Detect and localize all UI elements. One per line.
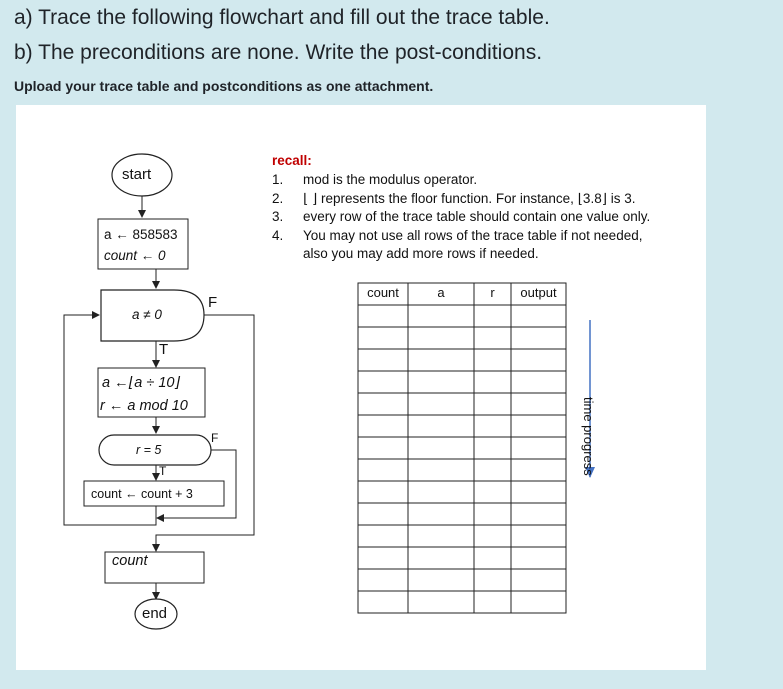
question-a: a) Trace the following flowchart and fil… [14, 6, 550, 29]
output-box [104, 551, 205, 584]
recall-item: 4.You may not use all rows of the trace … [272, 227, 643, 243]
cond2-false-label: F [211, 431, 219, 445]
trace-table-grid [357, 282, 567, 614]
start-label: start [122, 166, 152, 183]
recall-title: recall: [272, 153, 312, 168]
recall-item: 1.mod is the modulus operator. [272, 172, 478, 187]
recall-item: 2.⌊ ⌋ represents the floor function. For… [272, 190, 636, 206]
cond1-false-label: F [208, 294, 218, 311]
table-header-output: output [520, 285, 557, 300]
table-header-a: a [437, 285, 445, 300]
time-progress-label: time progress [581, 397, 596, 476]
decision-a-not-zero [100, 289, 205, 342]
output-label: count [112, 553, 148, 569]
cond2-label: r = 5 [136, 443, 162, 457]
upload-note: Upload your trace table and postconditio… [14, 78, 434, 94]
init-count-label: count ← 0 [104, 248, 166, 263]
flowchart-lines [63, 153, 595, 630]
init-box [97, 218, 189, 270]
table-header-r: r [490, 285, 495, 300]
count-step-box [83, 480, 225, 507]
cond2-true-label: T [159, 464, 167, 478]
init-a-label: a ← 858583 [104, 227, 178, 242]
recall-list: 1.mod is the modulus operator. 2.⌊ ⌋ rep… [272, 171, 650, 264]
step-a-label: a ←⌊a ÷ 10⌋ [102, 375, 181, 391]
question-b: b) The preconditions are none. Write the… [14, 41, 543, 64]
cond1-true-label: T [159, 341, 169, 358]
diagram-panel: start a ← 858583 count ← 0 a ≠ 0 F T a ←… [16, 105, 706, 670]
recall-item: 3.every row of the trace table should co… [272, 209, 651, 224]
step-count-label: count ← count + 3 [91, 487, 193, 501]
end-label: end [142, 605, 168, 622]
step-r-label: r ← a mod 10 [100, 398, 188, 414]
end-terminal [134, 598, 178, 630]
step-box [97, 367, 206, 418]
cond1-label: a ≠ 0 [132, 307, 162, 322]
recall-item: also you may add more rows if needed. [303, 246, 539, 261]
table-header-count: count [367, 285, 399, 300]
